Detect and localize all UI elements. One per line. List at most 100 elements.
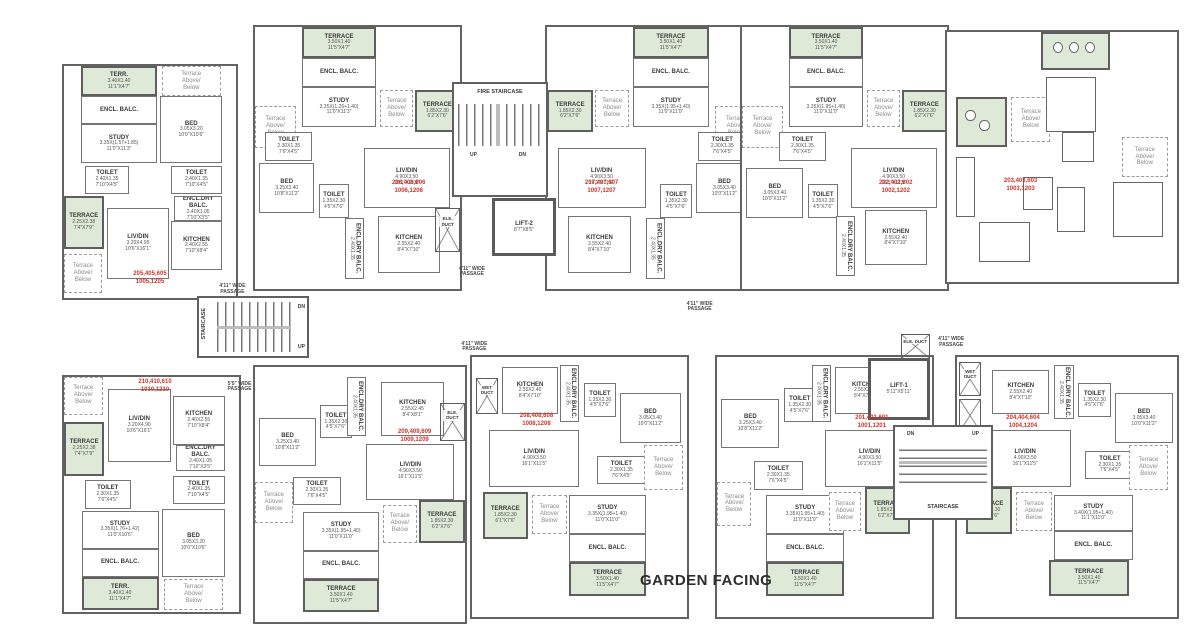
fire-staircase: FIRE STAIRCASE UP DN	[452, 82, 548, 197]
room: ENCL. BALC.	[302, 58, 376, 88]
lift-2-label: LIFT-2	[515, 220, 533, 227]
staircase-left-up: UP	[298, 344, 305, 350]
room	[1112, 182, 1164, 237]
room: ENCL. BALC.	[568, 533, 647, 563]
staircase-right: DN UP STAIRCASE	[893, 425, 993, 520]
room	[1045, 77, 1097, 132]
room	[979, 222, 1030, 262]
room: ENCL. BALC.	[81, 548, 159, 577]
lift-1-label: LIFT-1	[890, 382, 908, 389]
staircase-right-up: UP	[972, 431, 979, 437]
room: WET DUCT	[959, 362, 982, 396]
room: ELE. DUCT	[439, 402, 465, 441]
staircase-left: STAIRCASE DN UP	[197, 296, 309, 358]
lift-1-dim: 5'11"X5'11"	[886, 388, 912, 395]
room: Terrace Above/ Below	[717, 481, 752, 526]
fire-staircase-landing	[496, 104, 501, 146]
lift-1: LIFT-1 5'11"X5'11"	[868, 358, 930, 420]
room: Terrace Above/ Below	[867, 89, 900, 127]
staircase-right-label: STAIRCASE	[927, 504, 959, 510]
room: Terrace Above/ Below	[64, 377, 103, 415]
room	[1057, 187, 1085, 232]
room: Terrace Above/ Below	[64, 253, 102, 294]
garden-facing-caption: GARDEN FACING	[640, 572, 773, 589]
fire-staircase-dn: DN	[518, 152, 526, 158]
room: Terrace Above/ Below	[742, 105, 783, 148]
fire-staircase-up: UP	[470, 152, 477, 158]
fire-staircase-label: FIRE STAIRCASE	[477, 89, 523, 95]
room: ENCL.DRY BALC.2.40X1.35	[811, 364, 831, 422]
room: Terrace Above/ Below	[255, 481, 293, 523]
room	[965, 109, 976, 121]
room: ELE. DUCT	[435, 207, 460, 253]
room: ENCL. BALC.	[766, 533, 844, 563]
room	[1068, 42, 1080, 54]
room: WET DUCT	[476, 377, 498, 415]
room	[1062, 132, 1095, 162]
lift-2-dim: 8'7"X8'5"	[514, 226, 534, 233]
room: ENCL. BALC.	[633, 58, 709, 88]
